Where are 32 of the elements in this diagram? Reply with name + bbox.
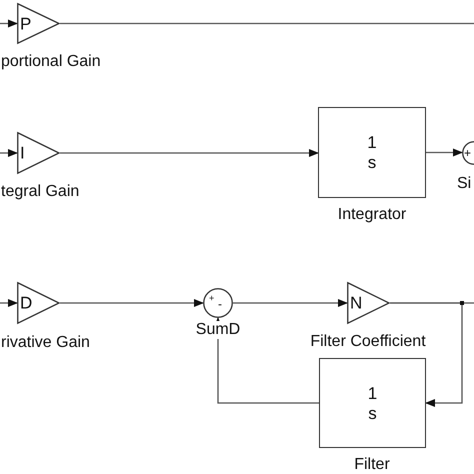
signal-line bbox=[390, 302, 463, 407]
sign-label: + bbox=[209, 294, 214, 303]
denominator: s bbox=[366, 154, 378, 171]
numerator: 1 bbox=[366, 134, 378, 151]
block-label: tegral Gain bbox=[0, 183, 80, 201]
signal-line bbox=[60, 299, 204, 307]
gain-symbol: P bbox=[20, 15, 32, 32]
gain-triangle bbox=[17, 132, 60, 174]
signal-line bbox=[0, 20, 18, 28]
numerator: 1 bbox=[366, 385, 378, 402]
sum-circle bbox=[203, 288, 233, 318]
integrator-block bbox=[318, 107, 426, 198]
signal-line bbox=[60, 149, 319, 157]
gain-triangle bbox=[17, 282, 60, 324]
signal-line bbox=[0, 149, 18, 157]
sign-label: - bbox=[218, 298, 222, 310]
gain-triangle bbox=[17, 3, 60, 44]
signal-line bbox=[60, 22, 474, 24]
gain-triangle bbox=[347, 282, 390, 324]
signal-line bbox=[0, 299, 18, 307]
block-label: Integrator bbox=[336, 206, 408, 224]
signal-line bbox=[426, 148, 463, 156]
sign-label: + bbox=[464, 147, 472, 159]
integrator-block bbox=[319, 358, 426, 448]
signal-line bbox=[214, 317, 319, 404]
denominator: s bbox=[367, 405, 378, 422]
gain-symbol: I bbox=[20, 144, 25, 162]
gain-symbol: N bbox=[350, 294, 362, 312]
block-label: portional Gain bbox=[0, 53, 102, 71]
block-label: SumD bbox=[194, 321, 242, 339]
gain-symbol: D bbox=[20, 294, 32, 312]
signal-line bbox=[233, 299, 348, 307]
